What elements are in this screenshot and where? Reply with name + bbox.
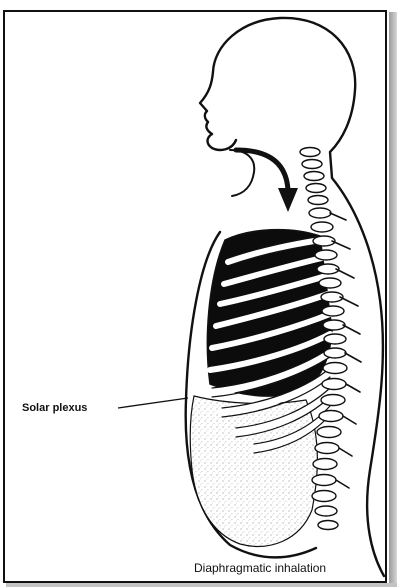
figure-caption: Diaphragmatic inhalation — [194, 561, 326, 575]
inhalation-arrow-icon — [236, 150, 288, 190]
mouth-outline — [230, 150, 254, 196]
arrow-head-icon — [278, 188, 298, 212]
solar-plexus-pointer — [118, 398, 188, 408]
solar-plexus-label: Solar plexus — [22, 402, 87, 414]
